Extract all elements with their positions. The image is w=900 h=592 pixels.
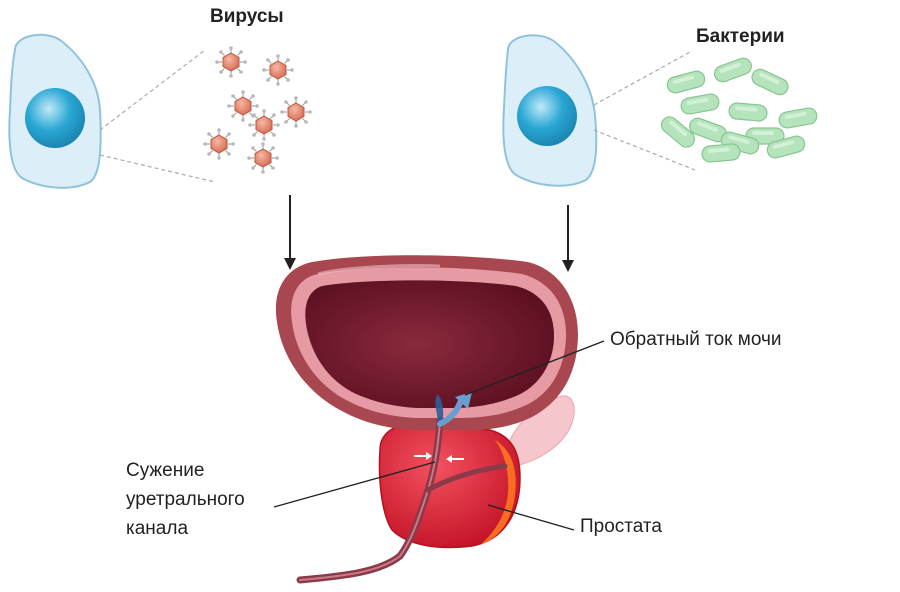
prostate-label: Простата: [580, 516, 662, 537]
arrow-bacteria-down: [562, 205, 574, 272]
leader-line-narrowing: [273, 461, 436, 508]
virus: [202, 127, 236, 161]
zoom-lines-right: [593, 51, 696, 171]
cell-nucleus-right: [517, 86, 577, 146]
urine-reflux-label: Обратный ток мочи: [610, 329, 782, 350]
leader-line-prostate: [487, 504, 575, 531]
viruses-label: Вирусы: [210, 6, 284, 27]
leader-line-reflux: [464, 340, 605, 396]
bacterium: [679, 92, 721, 116]
bacterium: [711, 55, 755, 85]
zoom-lines-left: [99, 49, 216, 183]
bacterium: [777, 106, 819, 130]
virus: [279, 95, 313, 129]
virus: [247, 108, 281, 142]
bacterium: [748, 66, 792, 98]
prostate: [378, 422, 521, 549]
urethral-narrowing-line-1: Сужение: [126, 460, 205, 481]
urethral-narrowing-line-2: уретрального: [126, 489, 245, 510]
virus: [226, 89, 260, 123]
virus: [246, 141, 280, 175]
virus: [214, 45, 248, 79]
host-cell-right: [502, 34, 598, 187]
urethral-narrowing-line-3: канала: [126, 518, 189, 539]
leader-lines: [273, 340, 605, 531]
arrow-viruses-down: [284, 195, 296, 270]
narrowing-arrows: [414, 452, 464, 463]
bacterium: [727, 101, 769, 123]
bacterium: [700, 142, 742, 164]
bacteria-cluster: [657, 55, 819, 164]
urethral-narrowing-label: Сужение уретрального канала: [126, 456, 245, 543]
bladder: [275, 255, 578, 431]
host-cell-left: [8, 33, 102, 189]
virus: [261, 53, 295, 87]
bacteria-label: Бактерии: [696, 26, 785, 47]
cell-nucleus-left: [25, 88, 85, 148]
urine-reflux-arrow: [435, 392, 472, 427]
ejaculatory-duct: [425, 463, 508, 493]
bacterium: [664, 68, 708, 96]
virus-cluster: [202, 45, 313, 175]
